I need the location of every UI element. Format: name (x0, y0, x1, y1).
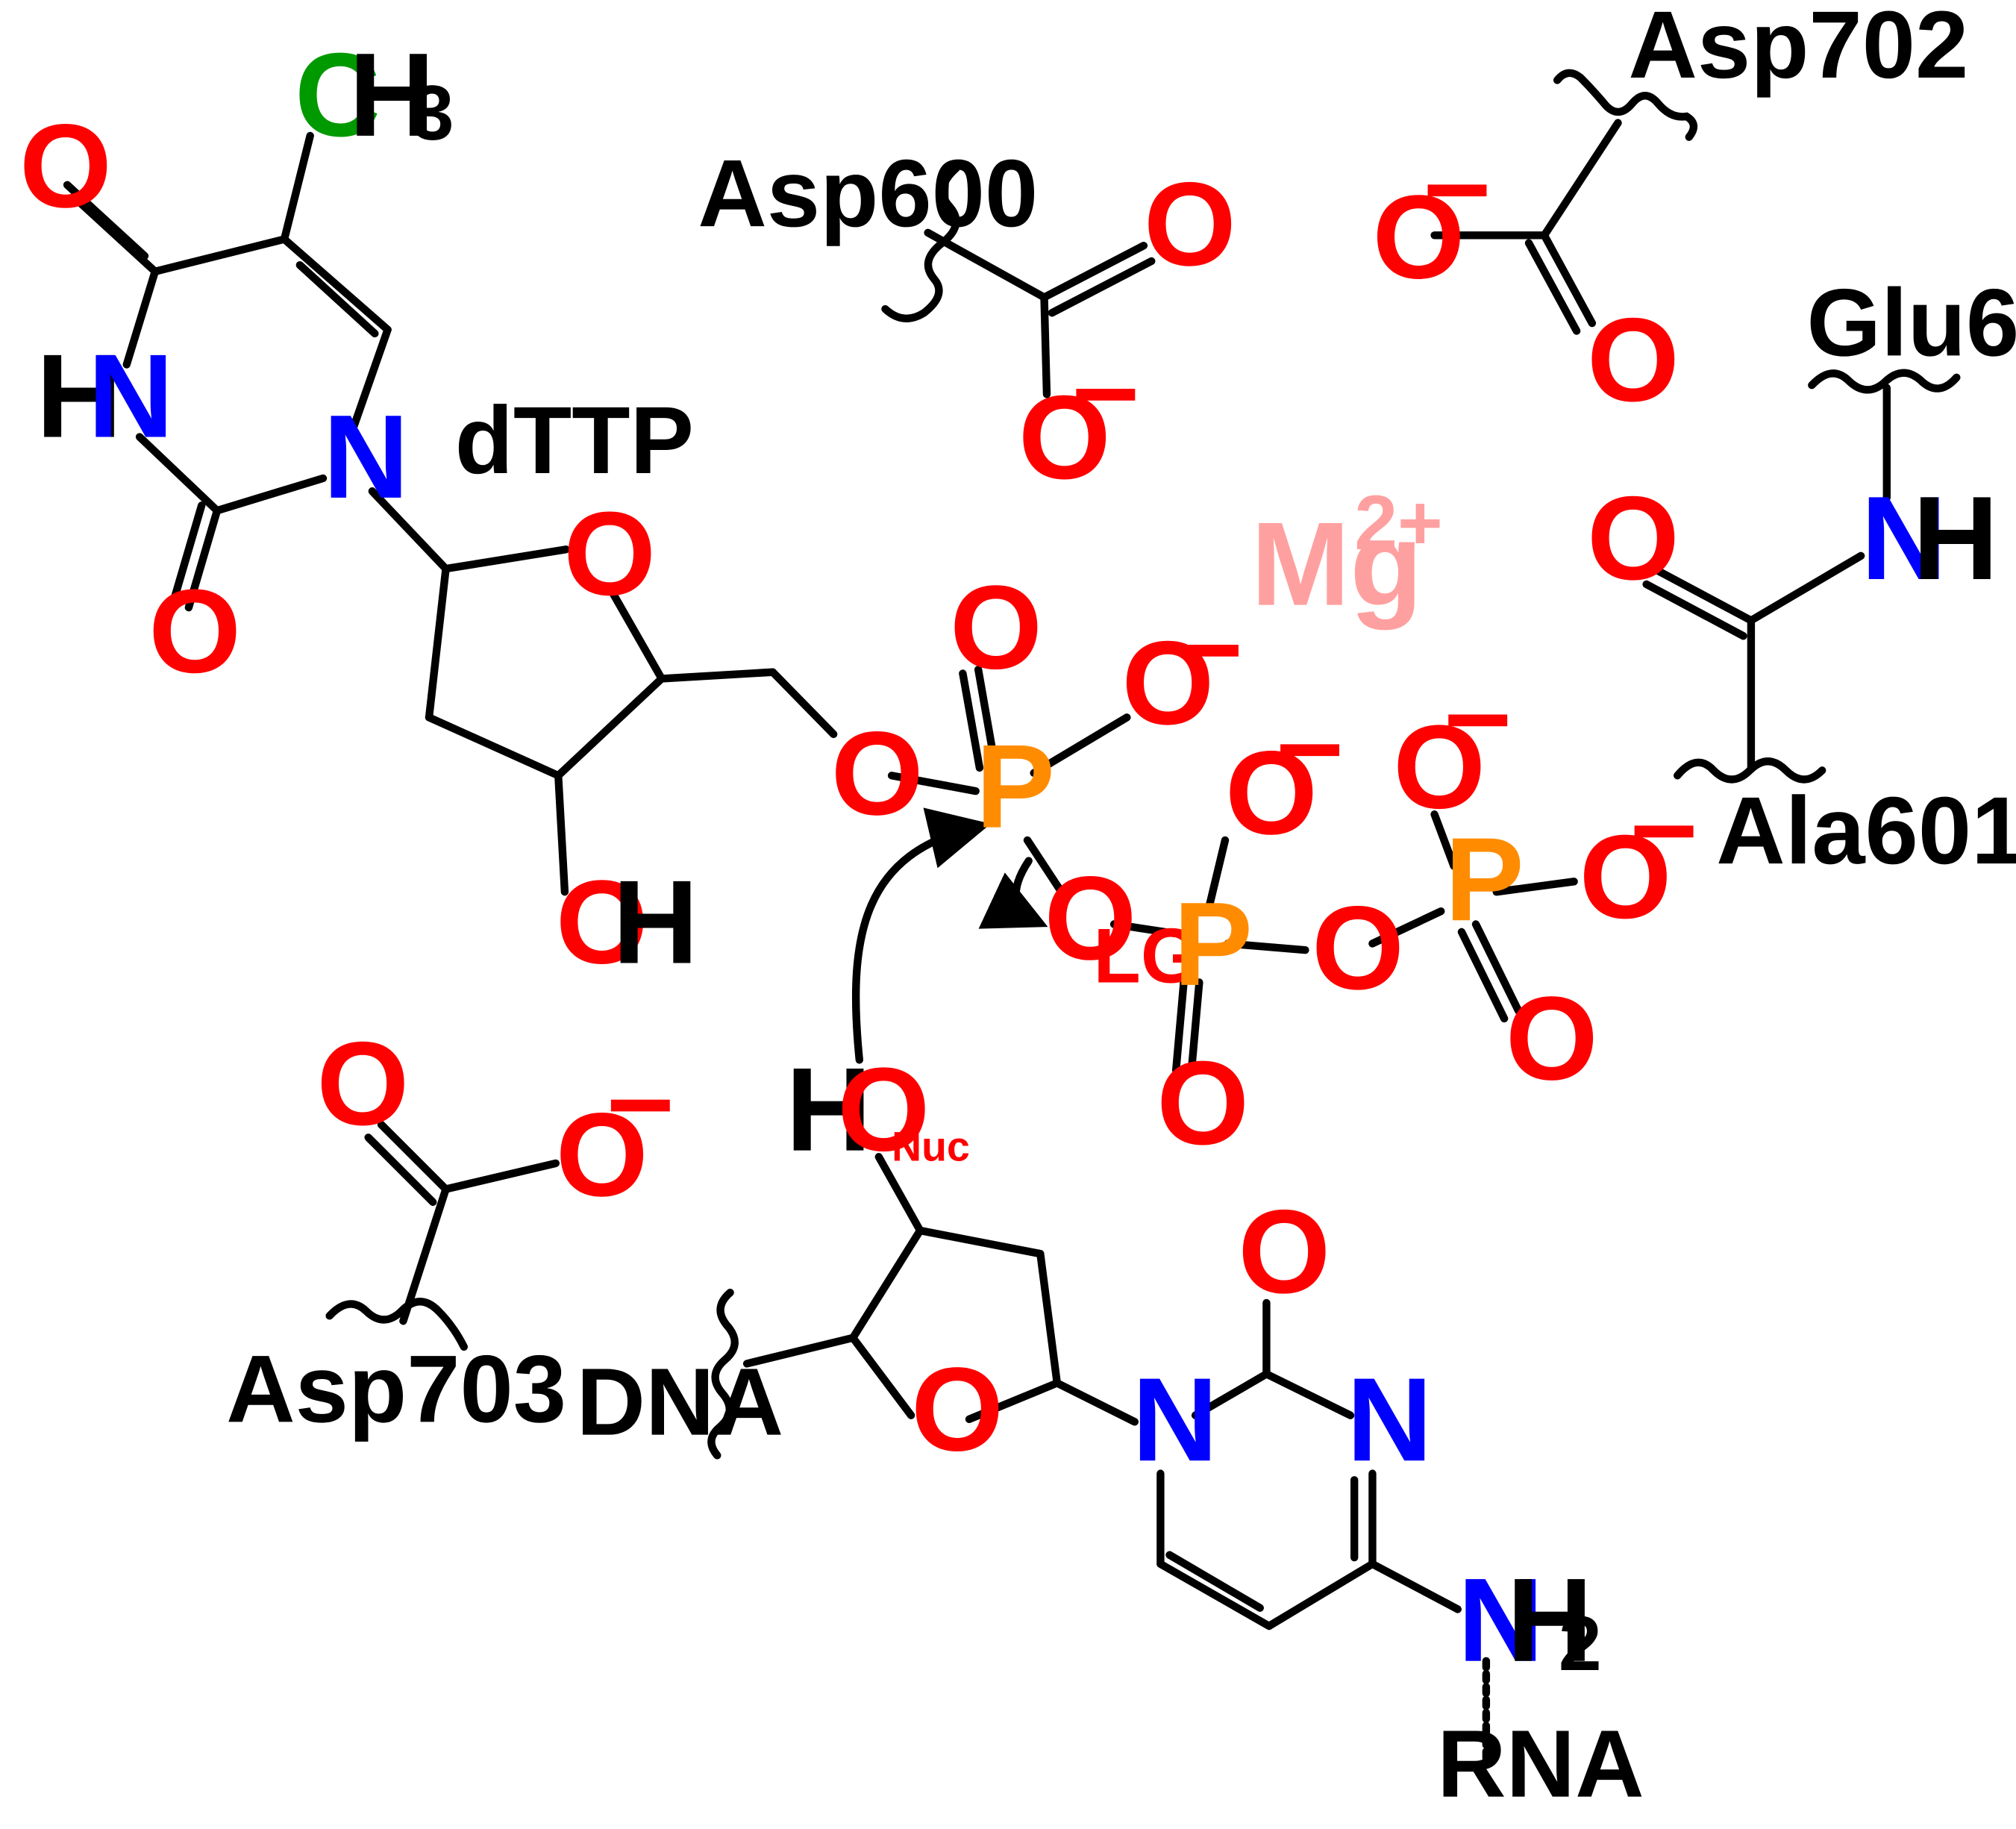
asp703-label: Asp703 (226, 1336, 566, 1442)
alpha-phosphorus: P (976, 720, 1055, 853)
cytosine-amine-subscript: 2 (1559, 1601, 1602, 1687)
asp702-charge: – (1424, 115, 1491, 248)
asp600-residue: Asp600 O O – (698, 140, 1236, 504)
dna-ring-oxygen: O (911, 1342, 1004, 1475)
primer-nucleotide: H O Nuc O DNA (576, 1043, 1004, 1476)
methyl-hydrogen: H (349, 28, 435, 161)
glu602-wavy (1808, 369, 1961, 394)
backbone-amide: Glu602 N H O Ala601 (1587, 269, 2016, 884)
beta-oxo-oxygen: O (1156, 1037, 1249, 1169)
nucleophile-subscript: Nuc (892, 1123, 970, 1169)
gamma-phosphorus: P (1444, 813, 1524, 945)
thymine-n3-h: H (36, 330, 122, 463)
gamma-oxo-oxygen: O (1506, 972, 1598, 1104)
nucleophile-oxygen: O (837, 1043, 930, 1176)
triphosphate-atoms: P O O – O LG P O – O O P O – O – O (950, 561, 1697, 1169)
beta-oxygen-charge: – (1277, 675, 1343, 807)
bonds (63, 119, 1891, 1762)
thymine-o4: O (19, 99, 112, 232)
leaving-group-arrow (978, 857, 1048, 929)
beta-phosphorus: P (1174, 878, 1253, 1010)
alpha-anionic-oxygen: O (1121, 616, 1214, 749)
asp600-oxo-oxygen: O (1144, 157, 1236, 290)
amide-hydrogen: H (1912, 472, 1998, 604)
ala601-wavy (1674, 757, 1826, 784)
dttp-3oh-oxygen: O (556, 855, 648, 988)
asp703-charge: – (607, 1030, 674, 1163)
asp702-wavy (1553, 69, 1698, 141)
asp703-wavy (325, 1298, 469, 1351)
dttp-label: dTTP (455, 387, 694, 494)
dna-wavy (707, 1288, 739, 1460)
alpha-oxygen-charge: – (1176, 575, 1242, 708)
glu602-label: Glu602 (1806, 269, 2016, 376)
asp600-anionic-oxygen: O (1018, 371, 1111, 504)
methyl-carbon: C (295, 28, 381, 161)
dttp-ring-oxygen: O (563, 487, 656, 620)
electron-push-arrows (851, 807, 1048, 1064)
leaving-group-oxygen: O (1044, 851, 1136, 984)
gamma-anionic-oxygen-right: O (1580, 810, 1672, 943)
rna-label: RNA (1437, 1711, 1644, 1818)
cytosine-amine-hydrogen: H (1507, 1554, 1593, 1686)
nucleophile-hydrogen: H (786, 1043, 871, 1176)
cytosine-amine-nitrogen: N (1458, 1554, 1544, 1686)
amide-carbonyl-oxygen: O (1587, 472, 1680, 604)
thymine-n1: N (323, 390, 409, 523)
asp600-wavy (881, 164, 960, 322)
dttp-sugar-atoms: O O H O (556, 487, 924, 989)
asp600-label: Asp600 (698, 140, 1038, 247)
asp600-charge: – (1073, 319, 1139, 452)
mg-charge: 2+ (1354, 480, 1442, 566)
wavy-attachments (325, 69, 1961, 1460)
amide-nitrogen: N (1861, 472, 1947, 604)
leaving-group-subscript: LG (1093, 913, 1200, 999)
asp702-oxo-oxygen: O (1587, 293, 1680, 426)
gamma-top-charge: – (1444, 645, 1511, 778)
alpha-bridging-oxygen: O (831, 707, 924, 840)
asp703-anionic-oxygen: O (556, 1088, 648, 1221)
mg-symbol: Mg (1251, 498, 1423, 631)
beta-anionic-oxygen: O (1225, 726, 1318, 859)
cytosine-o2: O (1238, 1185, 1330, 1318)
asp702-anionic-oxygen: O (1372, 170, 1465, 303)
cytosine-n3: N (1347, 1353, 1433, 1486)
thymine-o2: O (148, 565, 241, 698)
asp702-residue: Asp702 O – O (1372, 0, 1968, 426)
asp703-residue: O O – Asp703 (226, 1017, 674, 1442)
magnesium-ion: Mg 2+ (1251, 480, 1443, 630)
asp703-oxo-oxygen: O (316, 1017, 409, 1150)
beta-gamma-bridging-oxygen: O (1312, 881, 1404, 1014)
asp702-label: Asp702 (1628, 0, 1968, 99)
methyl-subscript: 3 (411, 70, 454, 157)
dttp-3oh-hydrogen: H (613, 855, 698, 988)
thymine-atoms: C H 3 O H N N O dTTP (19, 28, 694, 698)
ala601-label: Ala601 (1716, 778, 2016, 884)
gamma-right-charge: – (1631, 756, 1697, 889)
dna-label: DNA (576, 1349, 783, 1456)
cytosine-n1: N (1132, 1353, 1218, 1486)
cytosine-atoms: N O N N H 2 RNA (1132, 1185, 1644, 1817)
nucleophilic-attack-arrow (851, 807, 991, 1064)
alpha-oxo-oxygen: O (950, 561, 1042, 694)
thymine-n3: N (88, 330, 174, 463)
gamma-anionic-oxygen-top: O (1393, 701, 1486, 834)
